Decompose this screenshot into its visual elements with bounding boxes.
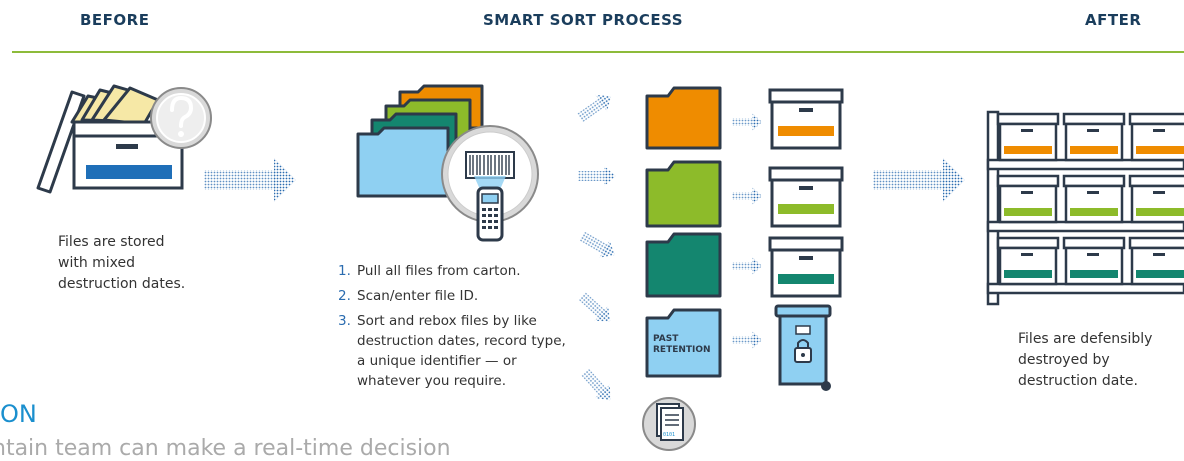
after-caption-line-3: destruction date.	[1018, 373, 1138, 389]
small-arrows	[732, 113, 762, 349]
process-step: 3. Sort and rebox files by like destruct…	[338, 311, 568, 391]
box-orange-icon	[768, 88, 844, 150]
after-caption-line-1: Files are defensibly	[1018, 331, 1153, 347]
locked-shred-bin-icon	[774, 304, 832, 391]
folder-green-icon	[645, 160, 722, 228]
step-number: 3.	[338, 313, 351, 329]
mixed-files-box-icon	[36, 84, 184, 194]
digital-document-icon: 0101	[642, 397, 696, 451]
past-retention-label-2: RETENTION	[653, 345, 711, 355]
folder-teal-icon	[645, 232, 722, 298]
after-caption: Files are defensibly destroyed by destru…	[1018, 329, 1152, 392]
sort-arrows	[577, 94, 616, 401]
arrow-process-to-after	[873, 158, 965, 202]
before-caption-line-1: Files are stored	[58, 234, 165, 250]
cut-off-text-line: ntain team can make a real-time decision	[0, 436, 451, 461]
after-caption-line-2: destroyed by	[1018, 352, 1110, 368]
header-process: SMART SORT PROCESS	[483, 11, 684, 29]
before-caption: Files are stored with mixed destruction …	[58, 232, 185, 295]
step-text: Pull all files from carton.	[357, 263, 521, 279]
step-number: 1.	[338, 263, 351, 279]
step-number: 2.	[338, 288, 351, 304]
header-divider	[12, 51, 1184, 53]
step-text: Scan/enter file ID.	[357, 288, 479, 304]
box-green-icon	[768, 166, 844, 228]
svg-text:0101: 0101	[663, 432, 675, 438]
step-text: Sort and rebox files by like destruction…	[357, 313, 566, 389]
past-retention-label-1: PAST	[653, 334, 679, 344]
barcode-scanner-icon	[441, 125, 539, 242]
before-caption-line-2: with mixed	[58, 255, 136, 271]
process-step: 2. Scan/enter file ID.	[338, 286, 568, 306]
storage-shelving-icon	[986, 110, 1184, 306]
process-step: 1. Pull all files from carton.	[338, 261, 568, 281]
header-before: BEFORE	[80, 11, 150, 29]
box-teal-icon	[768, 236, 844, 298]
folder-past-retention-icon: PAST RETENTION	[645, 308, 722, 378]
folder-orange-icon	[645, 86, 722, 150]
question-mark-icon	[150, 87, 212, 149]
cut-off-heading: ON	[0, 400, 37, 428]
header-after: AFTER	[1085, 11, 1142, 29]
arrow-before-to-process	[204, 158, 296, 202]
process-steps-list: 1. Pull all files from carton. 2. Scan/e…	[338, 261, 568, 396]
before-caption-line-3: destruction dates.	[58, 276, 186, 292]
